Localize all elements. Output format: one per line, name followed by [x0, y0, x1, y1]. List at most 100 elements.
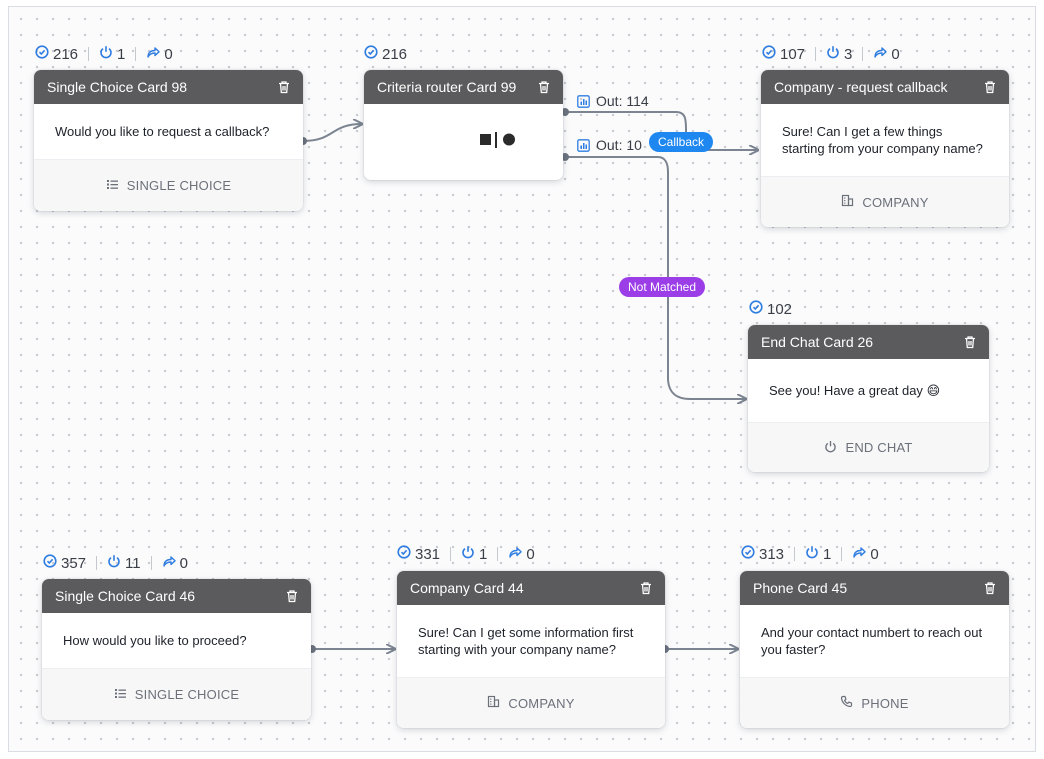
trash-icon[interactable]: [285, 589, 299, 603]
views-count: 216: [53, 45, 79, 63]
views-count: 216: [382, 45, 408, 63]
output-count-label: Out: 10: [596, 137, 642, 153]
building-icon: [487, 695, 500, 711]
router-body: [364, 104, 563, 180]
card-title: Criteria router Card 99: [377, 79, 517, 95]
card-98-stats: 216 1 0: [35, 45, 173, 63]
card-message: Sure! Can I get a few things starting fr…: [782, 124, 983, 156]
forwards-count: 0: [179, 554, 188, 572]
views-count: 331: [415, 545, 441, 563]
building-icon: [841, 194, 854, 210]
forward-icon: [852, 545, 867, 563]
trash-icon[interactable]: [639, 581, 653, 595]
card-header[interactable]: Company Card 44: [397, 571, 665, 605]
views-icon: [741, 545, 755, 563]
forwards-count: 0: [870, 545, 879, 563]
router-output-1: Out: 114: [577, 93, 649, 109]
card-26-stats: 102: [749, 300, 792, 318]
trash-icon[interactable]: [963, 335, 977, 349]
views-icon: [35, 45, 49, 63]
card-type-label: SINGLE CHOICE: [134, 687, 240, 702]
card-type-footer: PHONE: [740, 677, 1009, 728]
card-title: Company Card 44: [410, 580, 524, 596]
forwards-count: 0: [164, 45, 173, 63]
card-header[interactable]: Single Choice Card 46: [42, 579, 311, 613]
smile-emoji: 😄: [926, 383, 941, 398]
output-port-44[interactable]: [661, 645, 669, 653]
views-count: 313: [759, 545, 785, 563]
card-type-footer: COMPANY: [761, 176, 1009, 227]
card-header[interactable]: Phone Card 45: [740, 571, 1009, 605]
card-header[interactable]: Criteria router Card 99: [364, 70, 563, 104]
views-count: 357: [61, 554, 87, 572]
router-output-2: Out: 10: [577, 137, 642, 153]
views-count: 107: [780, 45, 806, 63]
output-port-99-a[interactable]: [561, 108, 569, 116]
card-header[interactable]: Single Choice Card 98: [34, 70, 303, 104]
end-chat-card-26[interactable]: End Chat Card 26 See you! Have a great d…: [748, 325, 989, 472]
card-title: Single Choice Card 46: [55, 588, 196, 604]
card-message: And your contact numbert to reach out yo…: [761, 625, 983, 657]
trash-icon[interactable]: [983, 581, 997, 595]
chart-icon: [577, 94, 590, 108]
list-icon: [114, 687, 127, 703]
card-title: Company - request callback: [774, 79, 948, 95]
card-message: See you! Have a great day 😄: [769, 383, 941, 398]
card-callback-stats: 107 3 0: [762, 45, 900, 63]
card-99-stats: 216: [364, 45, 407, 63]
exits-count: 11: [125, 554, 141, 572]
trash-icon[interactable]: [277, 80, 291, 94]
single-choice-card-98[interactable]: Single Choice Card 98 Would you like to …: [34, 70, 303, 211]
trash-icon[interactable]: [537, 80, 551, 94]
not-matched-condition-pill[interactable]: Not Matched: [619, 277, 706, 297]
card-header[interactable]: Company - request callback: [761, 70, 1009, 104]
router-icon: [479, 131, 519, 153]
card-46-stats: 357 11 0: [43, 554, 188, 572]
phone-card-45[interactable]: Phone Card 45 And your contact numbert t…: [740, 571, 1009, 728]
output-port-46[interactable]: [308, 645, 316, 653]
single-choice-card-46[interactable]: Single Choice Card 46 How would you like…: [42, 579, 311, 720]
card-45-stats: 313 1 0: [741, 545, 879, 563]
card-type-label: PHONE: [861, 695, 909, 711]
views-count: 102: [767, 300, 793, 318]
power-icon: [824, 440, 837, 456]
forwards-count: 0: [891, 45, 900, 63]
list-icon: [106, 178, 119, 194]
card-type-label: COMPANY: [508, 695, 575, 711]
output-port-99-b[interactable]: [561, 153, 569, 161]
exits-count: 1: [117, 45, 126, 63]
card-message: Sure! Can I get some information first s…: [418, 625, 634, 657]
company-card-44[interactable]: Company Card 44 Sure! Can I get some inf…: [397, 571, 665, 728]
card-type-footer: SINGLE CHOICE: [42, 668, 311, 720]
output-port-98[interactable]: [299, 137, 307, 145]
views-icon: [43, 554, 57, 572]
card-message: Would you like to request a callback?: [55, 124, 270, 139]
card-type-footer: END CHAT: [748, 422, 989, 472]
card-title: End Chat Card 26: [761, 334, 874, 350]
company-request-callback-card[interactable]: Company - request callback Sure! Can I g…: [761, 70, 1009, 227]
card-type-footer: COMPANY: [397, 677, 665, 728]
views-icon: [749, 300, 763, 318]
views-icon: [762, 45, 776, 63]
power-icon: [826, 45, 840, 63]
forward-icon: [873, 45, 888, 63]
criteria-router-card-99[interactable]: Criteria router Card 99: [364, 70, 563, 180]
exits-count: 3: [844, 45, 853, 63]
forward-icon: [508, 545, 523, 563]
power-icon: [99, 45, 113, 63]
phone-icon: [840, 695, 853, 711]
trash-icon[interactable]: [983, 80, 997, 94]
forward-icon: [146, 45, 161, 63]
chart-icon: [577, 138, 590, 152]
power-icon: [107, 554, 121, 572]
card-message: How would you like to proceed?: [63, 633, 247, 648]
exits-count: 1: [479, 545, 488, 563]
card-title: Phone Card 45: [753, 580, 848, 596]
forward-icon: [162, 554, 176, 572]
forwards-count: 0: [526, 545, 535, 563]
callback-condition-pill[interactable]: Callback: [649, 132, 714, 152]
output-count-label: Out: 114: [596, 93, 649, 109]
views-icon: [397, 545, 411, 563]
card-header[interactable]: End Chat Card 26: [748, 325, 989, 359]
power-icon: [461, 545, 475, 563]
